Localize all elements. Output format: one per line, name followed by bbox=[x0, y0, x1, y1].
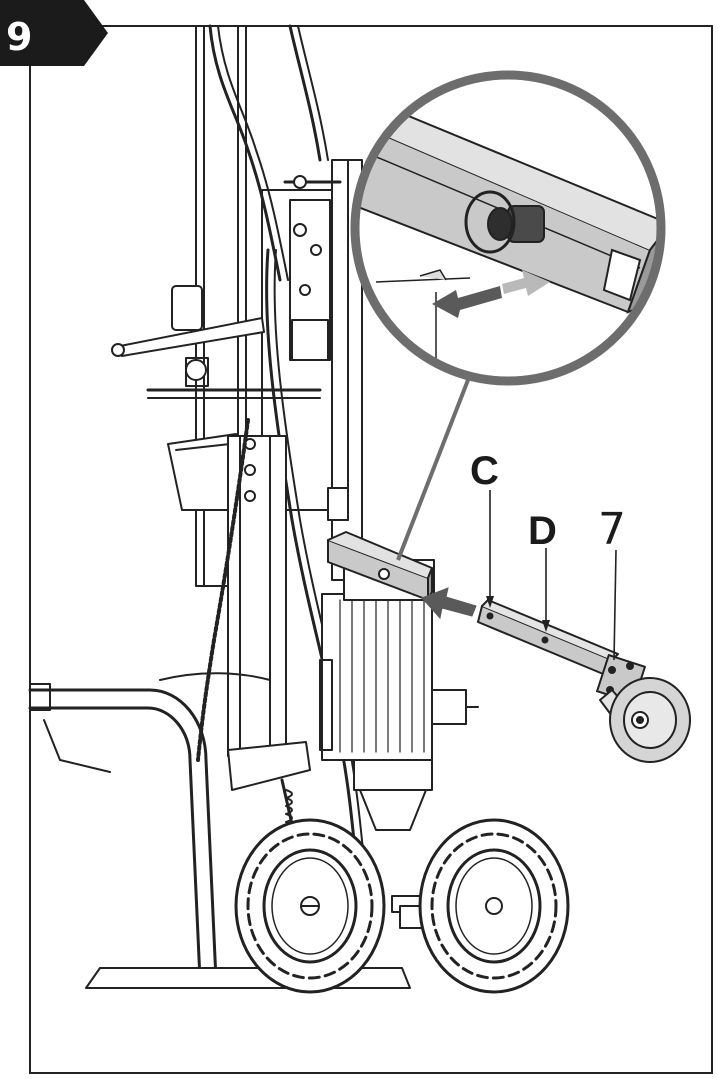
slide-left-arrow-icon bbox=[432, 286, 502, 318]
callout-d: D bbox=[528, 509, 557, 553]
callout-leaders bbox=[489, 490, 617, 661]
left-wheel bbox=[234, 818, 386, 994]
pin-clip-icon bbox=[464, 190, 545, 254]
zoom-ring bbox=[350, 70, 666, 386]
callout-c: C bbox=[470, 449, 499, 493]
support-wheel bbox=[609, 677, 691, 763]
callout-7: 7 bbox=[598, 504, 626, 555]
right-wheel bbox=[418, 818, 570, 994]
step-number: 9 bbox=[6, 15, 32, 59]
install-arrow-icon bbox=[421, 587, 477, 620]
support-wheel-arm bbox=[477, 599, 691, 763]
zoom-leader-line bbox=[396, 379, 470, 561]
slide-right-arrow-icon bbox=[502, 270, 550, 296]
step-badge: 9 bbox=[0, 0, 108, 66]
log-splitter-machine bbox=[28, 24, 570, 994]
